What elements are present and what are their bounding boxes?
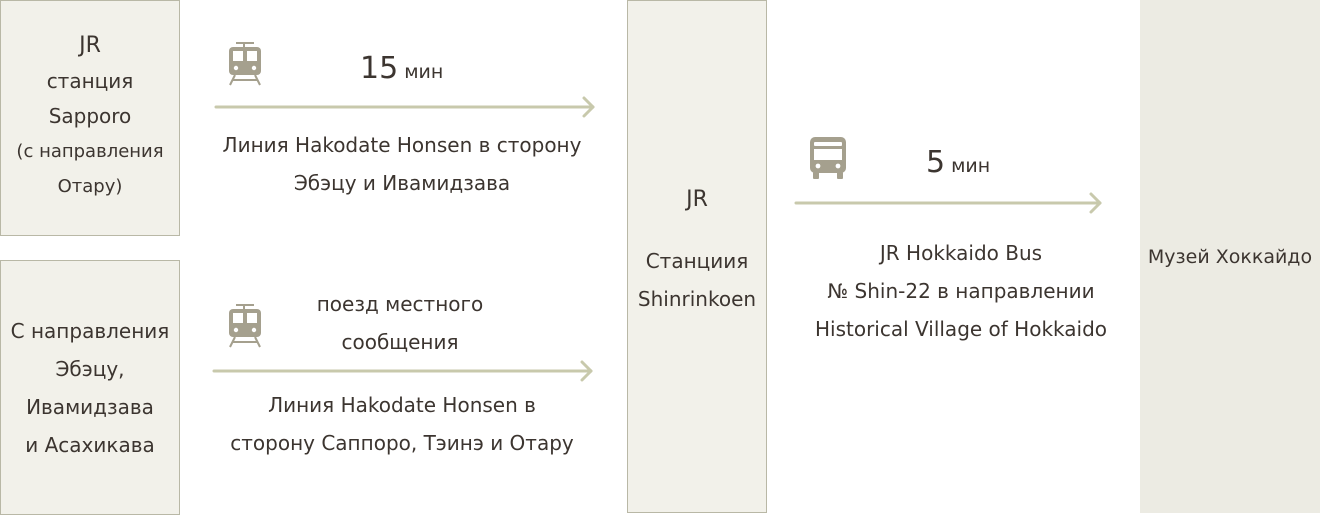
jr-label: JR (686, 187, 708, 212)
description-line: сторону Саппоро, Тэинэ и Отару (230, 431, 574, 455)
origin-line: Ивамидзава (26, 394, 154, 419)
label-line: поезд местного (316, 292, 484, 316)
description-line: Линия Hakodate Honsen в (268, 393, 536, 417)
description-line: JR Hokkaido Bus (879, 241, 1043, 265)
origin-line: Эбэцу, (55, 356, 125, 381)
jr-label: JR (79, 32, 101, 58)
bus-icon (810, 137, 846, 179)
origin-line: станция (46, 68, 134, 93)
duration-value: 5 (926, 145, 946, 180)
train-icon (229, 42, 261, 86)
origin-line: (с направления (16, 140, 164, 162)
arrow-top-route (214, 96, 595, 118)
station-line: Станциия (645, 249, 749, 273)
train-icon (229, 304, 261, 348)
duration-value: 15 (360, 51, 399, 86)
description-line: Эбэцу и Ивамидзава (293, 171, 511, 195)
route-top-description: Линия Hakodate Honsen в сторону Эбэцу и … (216, 126, 588, 202)
destination-museum-box: Музей Хоккайдо (1140, 0, 1320, 513)
description-line: № Shin-22 в направлении (827, 279, 1095, 303)
route-bottom-label: поезд местного сообщения (300, 285, 500, 361)
origin-line: С направления (10, 318, 170, 343)
origin-ebetsu-box: С направления Эбэцу, Ивамидзава и Асахик… (0, 260, 180, 515)
duration-unit: мин (404, 61, 444, 83)
description-line: Historical Village of Hokkaido (814, 317, 1108, 341)
origin-line: Отару) (57, 175, 123, 197)
description-line: Линия Hakodate Honsen в сторону (222, 133, 582, 157)
station-line: Shinrinkoen (637, 287, 757, 311)
shinrinkoen-station-box: JR Станциия Shinrinkoen (627, 0, 767, 513)
route-bottom-description: Линия Hakodate Honsen в сторону Саппоро,… (216, 386, 588, 462)
duration-unit: мин (951, 155, 991, 177)
origin-line: и Асахикава (25, 432, 155, 457)
origin-sapporo-box: JR станция Sapporo (с направления Отару) (0, 0, 180, 236)
label-line: сообщения (341, 330, 459, 354)
destination-label: Музей Хоккайдо (1147, 245, 1313, 268)
origin-line: Sapporo (48, 103, 132, 128)
arrow-bus-route (794, 192, 1102, 214)
route-bus-description: JR Hokkaido Bus № Shin-22 в направлении … (790, 234, 1132, 348)
arrow-bottom-route (212, 360, 593, 382)
